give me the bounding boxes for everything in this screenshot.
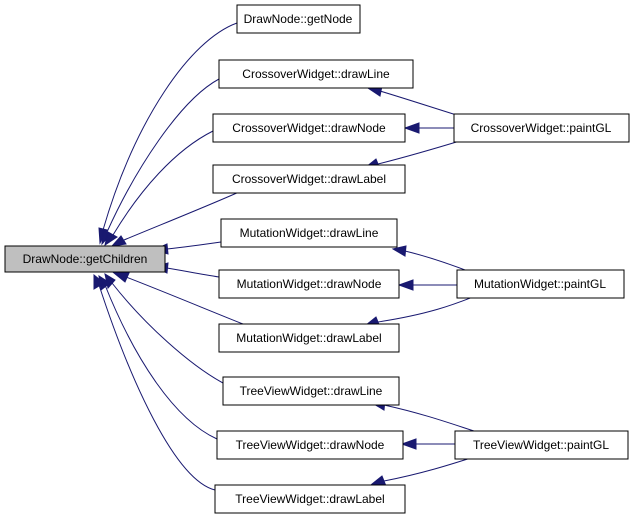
arrowhead-mw-paintgl-drawline xyxy=(391,245,407,257)
edge-mw-drawlabel-to-root xyxy=(125,276,244,325)
edge-getnode-to-root xyxy=(102,22,238,231)
node-label: CrossoverWidget::paintGL xyxy=(471,121,612,135)
node-label: MutationWidget::paintGL xyxy=(474,277,606,291)
node-treeview-drawline[interactable]: TreeViewWidget::drawLine xyxy=(222,376,400,406)
arrowhead-tv-paintgl-drawnode xyxy=(400,438,417,450)
node-drawnode-getchildren[interactable]: DrawNode::getChildren xyxy=(4,245,166,273)
node-label: DrawNode::getNode xyxy=(244,12,353,26)
node-label: TreeViewWidget::drawLine xyxy=(240,384,383,398)
arrowhead-mw-drawlabel xyxy=(112,272,130,283)
node-crossover-drawnode[interactable]: CrossoverWidget::drawNode xyxy=(212,113,406,143)
node-mutation-drawline[interactable]: MutationWidget::drawLine xyxy=(220,218,398,248)
edge-tv-drawlabel-to-root xyxy=(98,284,216,491)
node-label: MutationWidget::drawLabel xyxy=(236,331,381,345)
node-label: CrossoverWidget::drawLine xyxy=(242,67,390,81)
node-label: CrossoverWidget::drawNode xyxy=(232,121,386,135)
node-treeview-paintgl[interactable]: TreeViewWidget::paintGL xyxy=(454,430,629,460)
edge-mw-paintgl-to-drawlabel xyxy=(377,296,474,323)
arrowhead-cw-drawlabel xyxy=(110,235,127,247)
arrowhead-mw-paintgl-drawnode xyxy=(397,279,414,291)
node-label: TreeViewWidget::paintGL xyxy=(473,438,609,452)
edge-mw-drawnode-to-root xyxy=(166,267,220,278)
node-mutation-drawlabel[interactable]: MutationWidget::drawLabel xyxy=(218,323,400,353)
node-mutation-drawnode[interactable]: MutationWidget::drawNode xyxy=(218,269,400,299)
edge-cw-drawnode-to-root xyxy=(112,130,214,236)
edge-tv-drawnode-to-root xyxy=(104,284,218,440)
nodes-layer: DrawNode::getChildren DrawNode::getNode … xyxy=(4,4,630,514)
node-treeview-drawnode[interactable]: TreeViewWidget::drawNode xyxy=(216,430,404,460)
node-crossover-drawline[interactable]: CrossoverWidget::drawLine xyxy=(218,59,414,89)
edge-tv-paintgl-to-drawline xyxy=(383,404,478,433)
node-label: MutationWidget::drawNode xyxy=(237,277,382,291)
node-crossover-drawlabel[interactable]: CrossoverWidget::drawLabel xyxy=(212,164,406,194)
edge-cw-paintgl-to-drawlabel xyxy=(377,139,464,165)
node-crossover-paintgl[interactable]: CrossoverWidget::paintGL xyxy=(453,113,630,143)
node-label: TreeViewWidget::drawLabel xyxy=(235,492,384,506)
edge-mw-drawline-to-root xyxy=(166,241,222,250)
edge-cw-paintgl-to-drawline xyxy=(379,90,464,118)
edge-cw-drawline-to-root xyxy=(106,78,220,233)
edge-tv-paintgl-to-drawlabel xyxy=(383,455,478,482)
node-treeview-drawlabel[interactable]: TreeViewWidget::drawLabel xyxy=(214,484,406,514)
edge-tv-drawline-to-root xyxy=(111,282,224,384)
arrowhead-tv-drawlabel xyxy=(93,273,105,290)
node-label: DrawNode::getChildren xyxy=(23,252,148,266)
node-label: TreeViewWidget::drawNode xyxy=(236,438,385,452)
node-label: CrossoverWidget::drawLabel xyxy=(232,172,386,186)
arrowhead-cw-drawnode xyxy=(104,231,118,247)
edge-cw-drawlabel-to-root xyxy=(123,191,240,241)
node-mutation-paintgl[interactable]: MutationWidget::paintGL xyxy=(456,269,625,299)
arrowhead-cw-paintgl-drawnode xyxy=(403,122,420,134)
node-drawnode-getnode[interactable]: DrawNode::getNode xyxy=(236,4,361,34)
node-label: MutationWidget::drawLine xyxy=(240,226,379,240)
